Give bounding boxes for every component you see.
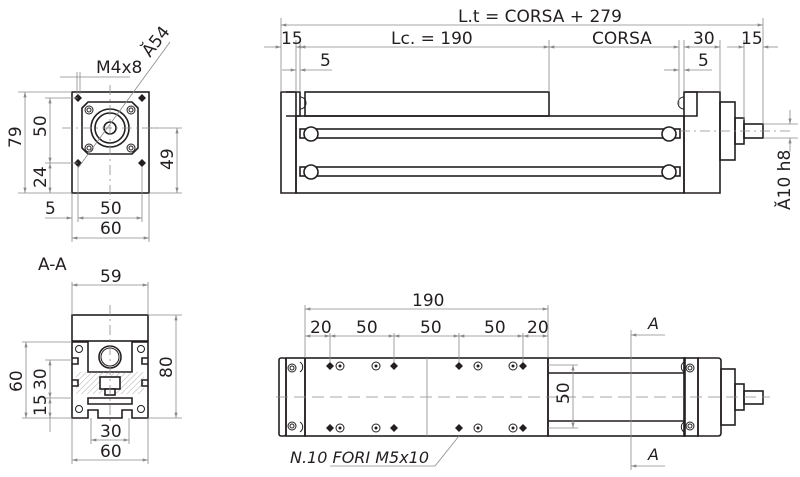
right-end-block: [683, 91, 721, 194]
bolt-circle-label: Ă54: [137, 21, 175, 61]
dim-left-small: 5: [320, 51, 331, 71]
section-view: A-A 59 80: [7, 255, 182, 464]
front-view: M4x8 Ă54 79 50 24 49 5 50 60: [6, 21, 182, 242]
dim-carriage-length: Lc. = 190: [391, 29, 473, 49]
dim-lower-offset: 24: [31, 166, 51, 188]
flange-outline: [81, 101, 139, 155]
dim-slot-spacing: 30: [31, 368, 51, 390]
profile-body: [295, 115, 685, 194]
guide-rod-lower: [299, 166, 681, 177]
section-title: A-A: [38, 255, 67, 275]
dim-hole-spacing-v: 50: [31, 115, 51, 137]
section-mark-top: A: [647, 314, 659, 333]
dim-stroke: CORSA: [592, 29, 652, 49]
section-mark-bottom: A: [647, 445, 659, 464]
dim-rod-spacing: 50: [554, 382, 574, 404]
dim-hole-spacing-h: 50: [100, 199, 122, 219]
dim-left-end: 15: [281, 29, 303, 49]
end-plate-outline: [71, 91, 150, 194]
dim-section-width: 60: [100, 442, 122, 462]
flange-screws: [84, 105, 136, 153]
dim-center-height: 49: [158, 148, 178, 170]
dim-profile-height: 60: [7, 370, 27, 392]
dim-left-offset: 5: [45, 199, 56, 219]
side-view: L.t = CORSA + 279 15 Lc. = 190 CORSA 30 …: [264, 7, 798, 210]
guide-rod-upper: [299, 128, 681, 139]
dim-right-block: 30: [693, 29, 715, 49]
dim-shaft-length: 15: [741, 29, 763, 49]
holes-note: N.10 FORI M5x10: [290, 448, 429, 467]
dim-top-width: 59: [100, 267, 122, 287]
dim-width: 60: [100, 219, 122, 239]
dim-bottom-slot: 30: [100, 422, 122, 442]
dim-carriage-length-top: 190: [412, 291, 444, 311]
carriage-holes: [326, 361, 527, 433]
top-view: 190 20 50 50 50 20 50 N.10 FORI M5x10 A …: [276, 291, 770, 470]
dim-shaft-diameter: Ă10 h8: [773, 150, 795, 210]
left-end-cap: [280, 91, 297, 194]
dim-hole-spacing-2: 50: [356, 318, 378, 338]
dim-hole-spacing-5: 20: [527, 318, 549, 338]
dim-section-height: 80: [157, 356, 177, 378]
dim-slot-offset: 15: [31, 394, 51, 416]
thread-label: M4x8: [96, 58, 142, 78]
dim-right-small: 5: [698, 51, 709, 71]
carriage: [304, 91, 550, 117]
dim-hole-spacing-4: 50: [484, 318, 506, 338]
dim-hole-spacing-3: 50: [420, 318, 442, 338]
dim-total-height: 79: [6, 126, 26, 148]
dim-hole-spacing-1: 20: [310, 318, 332, 338]
dim-total-length: L.t = CORSA + 279: [458, 7, 622, 27]
